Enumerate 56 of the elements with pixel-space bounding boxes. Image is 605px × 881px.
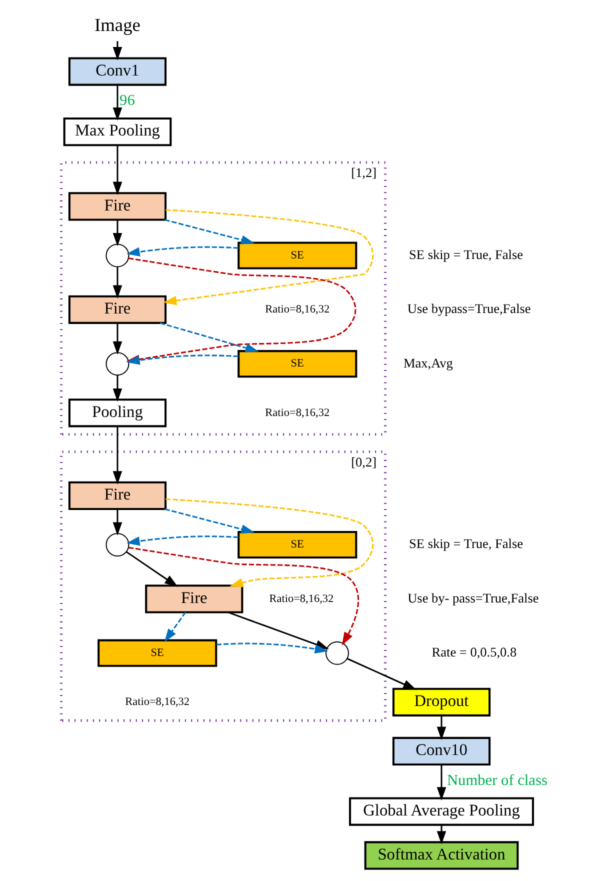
arrow [126,551,178,587]
label: Use bypass=True,False [406,301,530,316]
arrow [436,716,446,740]
arrow [112,84,122,121]
arrow [112,41,122,60]
node-box: Fire [68,295,166,324]
arrow [164,219,254,244]
node-box: SE [237,242,357,270]
node-box: Fire [68,481,166,510]
node-box: Global Average Pooling [348,797,534,826]
node-box: SE [237,350,357,378]
arrow [112,323,122,355]
arrow [436,764,446,800]
node-text: Image [94,15,140,36]
node-circle [105,533,129,556]
arrow [159,322,258,352]
node-box: SE [97,639,217,667]
node-box: Fire [144,584,243,614]
arrow [216,642,328,654]
node-label: Ratio=8,16,32 [268,592,334,605]
edge-label: 96 [119,92,134,110]
node-box: Max Pooling [62,118,172,146]
arrow [112,145,122,196]
node-label: Ratio=8,16,32 [264,304,330,316]
label: Max,Avg [402,355,452,370]
node-box: SE [237,530,357,559]
edge-label: Number of class [446,772,547,789]
node-circle [105,244,129,268]
node-label: Ratio=8,16,32 [264,406,330,419]
arrow [346,658,416,690]
node-box: Fire [68,192,166,221]
node-box: Dropout [392,688,490,716]
arrow [164,612,186,642]
node-box: Pooling [68,398,166,428]
label: SE skip = True, False [408,246,523,262]
arrow [162,209,374,306]
arrow [112,267,122,299]
node-label: Ratio=8,16,32 [124,696,190,708]
arrow [112,220,122,246]
arrow [112,375,122,402]
node-circle [325,641,348,665]
node-box: Softmax Activation [364,841,518,870]
arrow [128,546,359,646]
node-box: Conv10 [392,736,490,766]
node-circle [105,352,129,376]
arrow [436,824,446,844]
arrow [164,508,254,534]
arrow [165,498,374,588]
label: Rate = 0,0.5,0.8 [431,644,516,660]
arrow [112,509,122,536]
label: SE skip = True, False [408,536,523,552]
arrow [126,536,238,546]
label: Use by- pass=True,False [407,590,538,606]
node-box: Conv1 [68,57,166,86]
arrow [112,426,122,484]
arrow [126,246,238,256]
